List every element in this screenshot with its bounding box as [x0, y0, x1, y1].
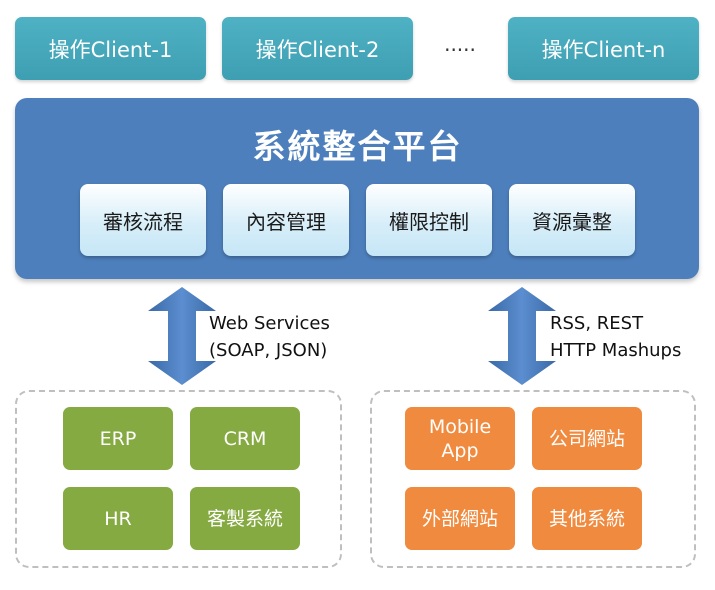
- company-website-box: 公司網站: [532, 407, 642, 470]
- internal-systems-group: [15, 390, 342, 568]
- crm-label: CRM: [223, 427, 267, 450]
- left-double-arrow: [148, 287, 216, 385]
- mobile-app-label: Mobile App: [428, 415, 492, 462]
- module-label: 資源彙整: [532, 209, 612, 234]
- external-systems-group: [370, 390, 696, 568]
- left-connector-line-2: (SOAP, JSON): [209, 340, 328, 361]
- hr-label: HR: [104, 507, 132, 530]
- other-systems-box: 其他系統: [532, 487, 642, 550]
- module-review-workflow: 審核流程: [80, 184, 206, 256]
- module-label: 內容管理: [246, 209, 326, 234]
- client-1-label: 操作Client-1: [48, 37, 173, 62]
- module-label: 審核流程: [103, 209, 183, 234]
- other-systems-label: 其他系統: [548, 507, 625, 530]
- ellipsis: .....: [444, 32, 476, 56]
- client-n-label: 操作Client-n: [541, 37, 666, 62]
- left-connector-label: Web Services (SOAP, JSON): [209, 310, 330, 364]
- right-connector-label: RSS, REST HTTP Mashups: [550, 310, 681, 364]
- company-website-label: 公司網站: [548, 427, 625, 450]
- right-double-arrow: [488, 287, 556, 385]
- client-2-box: 操作Client-2: [222, 17, 413, 80]
- client-1-box: 操作Client-1: [15, 17, 206, 80]
- custom-system-label: 客製系統: [206, 507, 283, 530]
- right-connector-line-2: HTTP Mashups: [550, 340, 682, 361]
- crm-box: CRM: [190, 407, 300, 470]
- erp-box: ERP: [63, 407, 173, 470]
- external-website-label: 外部網站: [421, 507, 498, 530]
- module-resource-aggregation: 資源彙整: [509, 184, 635, 256]
- mobile-app-box: Mobile App: [405, 407, 515, 470]
- erp-label: ERP: [99, 427, 137, 450]
- right-connector-line-1: RSS, REST: [550, 313, 644, 334]
- module-content-management: 內容管理: [223, 184, 349, 256]
- platform-title: 系統整合平台: [252, 127, 463, 166]
- client-n-box: 操作Client-n: [508, 17, 699, 80]
- module-access-control: 權限控制: [366, 184, 492, 256]
- custom-system-box: 客製系統: [190, 487, 300, 550]
- client-2-label: 操作Client-2: [255, 37, 380, 62]
- module-label: 權限控制: [389, 209, 469, 234]
- left-connector-line-1: Web Services: [209, 313, 330, 334]
- external-website-box: 外部網站: [405, 487, 515, 550]
- hr-box: HR: [63, 487, 173, 550]
